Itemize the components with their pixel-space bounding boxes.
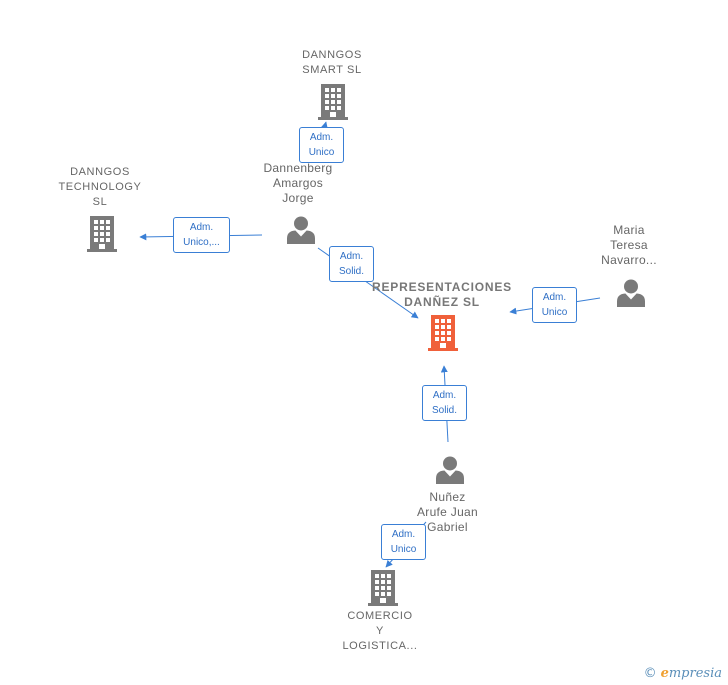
person-icon — [436, 456, 464, 484]
building-icon — [87, 216, 117, 252]
edge-label-dannenberg-technology[interactable]: Adm. Unico,... — [173, 217, 230, 253]
edge-label-nunez-main[interactable]: Adm. Solid. — [422, 385, 467, 421]
edge-label-nunez-comercio[interactable]: Adm. Unico — [381, 524, 426, 560]
person-icon — [287, 216, 315, 244]
node-label-nunez[interactable]: Nuñez Arufe Juan Gabriel — [416, 490, 479, 534]
empresia-watermark: ©empresia — [644, 666, 722, 681]
edge-label-line1: Adm. — [432, 390, 457, 401]
edge-label-maria-main[interactable]: Adm. Unico — [532, 287, 577, 323]
edge-label-line2: Solid. — [338, 266, 364, 277]
node-label-comercio[interactable]: COMERCIO Y LOGISTICA... — [342, 610, 418, 652]
edge-label-line2: Unico — [390, 544, 417, 555]
node-label-dannenberg[interactable]: Dannenberg Amargos Jorge — [263, 161, 333, 205]
edge-label-line1: Adm. — [391, 529, 416, 540]
building-icon — [428, 315, 458, 351]
edge-label-line2: Unico — [541, 307, 568, 318]
edge-label-line2: Unico — [308, 147, 335, 158]
edge-label-line2: Unico,... — [183, 237, 220, 248]
brand-name: mpresia — [668, 666, 722, 681]
person-icon — [617, 279, 645, 307]
copyright-symbol: © — [643, 666, 657, 681]
edge-label-line1: Adm. — [542, 292, 567, 303]
node-label-maria[interactable]: Maria Teresa Navarro... — [601, 223, 657, 267]
building-icon — [318, 84, 348, 120]
edge-label-line2: Solid. — [431, 405, 457, 416]
building-icon — [368, 570, 398, 606]
node-label-danngos-technology[interactable]: DANNGOS TECHNOLOGY SL — [58, 166, 142, 208]
node-label-main-company[interactable]: REPRESENTACIONES DANÑEZ SL — [372, 280, 512, 309]
edge-label-line1: Adm. — [339, 251, 364, 262]
edge-label-line1: Adm. — [189, 222, 214, 233]
edge-label-dannenberg-smart[interactable]: Adm. Unico — [299, 127, 344, 163]
brand-e-letter: e — [660, 666, 669, 681]
edge-label-line1: Adm. — [309, 132, 334, 143]
node-label-danngos-smart[interactable]: DANNGOS SMART SL — [302, 49, 362, 76]
edge-label-dannenberg-main[interactable]: Adm. Solid. — [329, 246, 374, 282]
